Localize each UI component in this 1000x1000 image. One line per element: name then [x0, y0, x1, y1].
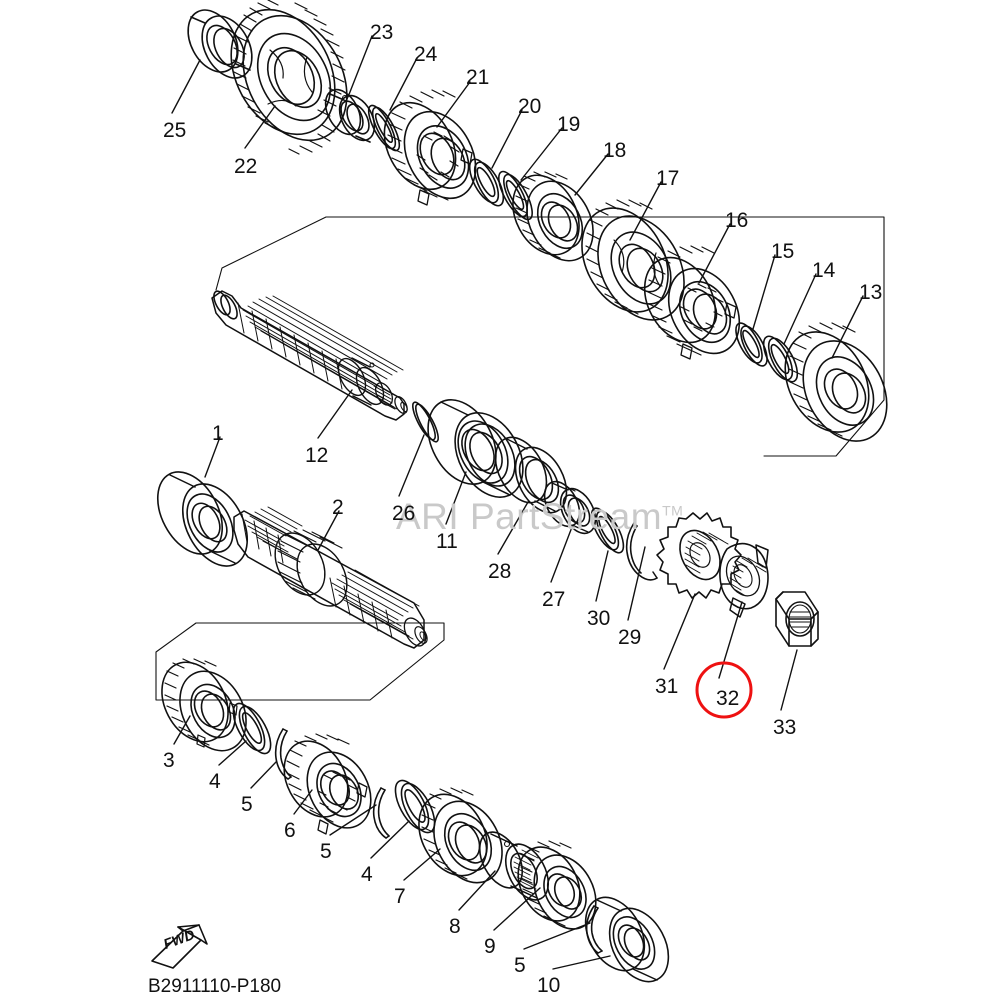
part-23-collar — [324, 88, 376, 143]
part-31-drive-sprocket — [656, 512, 742, 599]
callout-number-24[interactable]: 24 — [414, 43, 438, 66]
callout-number-25[interactable]: 25 — [163, 119, 187, 142]
part-13-gear — [784, 322, 888, 442]
part-5c-circlip — [585, 905, 603, 954]
callout-number-9[interactable]: 9 — [484, 935, 496, 958]
part-6-sliding-dog-gear — [283, 733, 372, 835]
part-26-o-ring — [412, 401, 439, 443]
callout-number-11[interactable]: 11 — [436, 530, 458, 553]
callout-number-10[interactable]: 10 — [537, 974, 561, 997]
group-box-main-axle — [215, 216, 885, 457]
part-17-gear — [581, 199, 685, 321]
callout-number-4[interactable]: 4 — [361, 863, 373, 886]
part-12-main-axle-shaft — [211, 290, 408, 421]
part-10-ball-bearing — [584, 896, 670, 983]
callout-number-23[interactable]: 23 — [370, 21, 394, 44]
callout-number-3[interactable]: 3 — [163, 749, 175, 772]
part-30-washer — [590, 507, 625, 554]
part-16-sliding-dog-gear — [643, 245, 741, 360]
part-20-circlip — [468, 158, 505, 207]
part-15-circlip — [735, 322, 768, 367]
part-18-gear — [512, 171, 594, 262]
callout-number-19[interactable]: 19 — [557, 113, 581, 136]
part-11-ball-bearing — [427, 399, 524, 498]
callout-number-20[interactable]: 20 — [518, 95, 542, 118]
callout-number-26[interactable]: 26 — [392, 502, 416, 525]
callout-number-12[interactable]: 12 — [305, 444, 329, 467]
highlight-circle-32 — [695, 661, 753, 719]
diagram-part-number: B2911110-P180 — [148, 976, 282, 997]
part-9-gear — [517, 840, 597, 930]
part-1-ball-bearing — [156, 471, 249, 567]
callout-number-1[interactable]: 1 — [212, 422, 224, 445]
part-33-hex-nut — [775, 591, 819, 647]
callout-number-8[interactable]: 8 — [449, 915, 461, 938]
callout-number-14[interactable]: 14 — [812, 259, 836, 282]
callout-number-18[interactable]: 18 — [603, 139, 627, 162]
part-5b-circlip — [372, 787, 390, 839]
part-32-lock-washer — [719, 542, 769, 618]
callout-number-4[interactable]: 4 — [209, 770, 221, 793]
part-21-sliding-gear — [383, 89, 477, 206]
group-box-drive-axle — [155, 622, 445, 701]
callout-number-6[interactable]: 6 — [284, 819, 296, 842]
callout-number-21[interactable]: 21 — [466, 66, 490, 89]
callout-number-29[interactable]: 29 — [618, 626, 642, 649]
callout-number-5[interactable]: 5 — [320, 840, 332, 863]
callout-number-31[interactable]: 31 — [655, 675, 679, 698]
part-29-circlip — [625, 522, 658, 581]
part-3-gear — [161, 658, 247, 752]
callout-number-2[interactable]: 2 — [332, 496, 344, 519]
callout-number-16[interactable]: 16 — [725, 209, 749, 232]
callout-number-27[interactable]: 27 — [542, 588, 566, 611]
callout-number-5[interactable]: 5 — [241, 793, 253, 816]
callout-number-33[interactable]: 33 — [773, 716, 797, 739]
part-5a-circlip — [274, 728, 292, 780]
part-22-drive-gear — [230, 0, 348, 155]
callout-number-5[interactable]: 5 — [514, 954, 526, 977]
part-19-thrust-washer — [498, 170, 533, 221]
part-4a-thrust-washer — [232, 702, 272, 755]
fwd-direction-arrow — [151, 924, 208, 969]
callout-number-13[interactable]: 13 — [859, 281, 883, 304]
part-2-drive-axle-shaft — [233, 506, 428, 649]
leader-lines — [171, 35, 864, 970]
callout-number-17[interactable]: 17 — [656, 167, 680, 190]
part-27-oil-seal-collar — [543, 480, 597, 535]
part-8-needle-bearing — [478, 831, 550, 901]
callout-number-15[interactable]: 15 — [771, 240, 795, 263]
callout-number-22[interactable]: 22 — [234, 155, 258, 178]
part-25-ball-bearing — [187, 9, 253, 79]
part-28-bearing-race — [494, 436, 568, 514]
callout-number-32[interactable]: 32 — [716, 687, 740, 710]
callout-number-30[interactable]: 30 — [587, 607, 611, 630]
callout-number-7[interactable]: 7 — [394, 885, 406, 908]
callout-number-28[interactable]: 28 — [488, 560, 512, 583]
